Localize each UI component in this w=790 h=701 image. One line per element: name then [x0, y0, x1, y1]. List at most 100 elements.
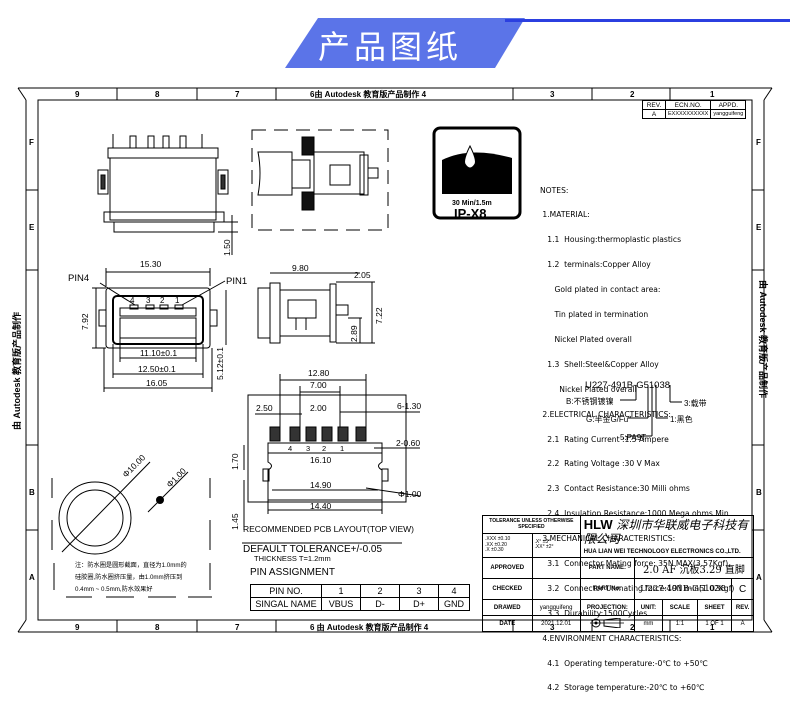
tol-angular: .X° ±3° .XX° ±2°	[531, 532, 581, 559]
projection-icon	[590, 616, 625, 629]
signal-cell: D-	[360, 597, 400, 611]
dim-top-offset: 1.50	[222, 239, 232, 256]
dim-side-height: 5.12±0.1	[215, 347, 225, 380]
top-view-drawing	[97, 134, 238, 255]
table-row: SINGAL NAME VBUS D- D+ GND	[250, 597, 470, 611]
row-b-right: B	[756, 488, 762, 497]
dim-pcb-14-40: 14.40	[310, 501, 332, 511]
notes-line: 2.4 Insulation Resistance:1000 Mega ohms…	[540, 509, 732, 519]
col-9-bottom: 9	[75, 623, 80, 632]
dim-inner-width: 11.10±0.1	[140, 348, 177, 358]
notes-line: 2.3 Contact Resistance:30 Milli ohms	[540, 484, 690, 494]
ip-badge-frame	[432, 126, 522, 220]
code-legend-b: B:不锈钢镀镍	[566, 396, 614, 406]
dim-side-tab: 2.05	[354, 270, 371, 280]
pin-number-1: 1	[175, 296, 180, 305]
ring-detail-drawing	[51, 461, 212, 598]
company-name-en: HUA LIAN WEI TECHNOLOGY ELECTRONICS CO.,…	[583, 549, 741, 555]
col-2-top: 2	[630, 90, 635, 99]
col-9-top: 9	[75, 90, 80, 99]
col-8-bottom: 8	[155, 623, 160, 632]
code-legend-1: 1:黑色	[670, 414, 693, 424]
company-logo: HLW	[583, 517, 613, 532]
dim-pcb-14-90: 14.90	[310, 480, 332, 490]
tol-angular-2: .XX° ±2°	[534, 544, 554, 551]
ip-rating-text: 30 Min/1.5m	[452, 200, 492, 207]
dim-pcb-2-50: 2.50	[256, 403, 273, 413]
row-a-right: A	[756, 573, 762, 582]
notes-line: 2.2 Rating Voltage :30 V Max	[540, 459, 660, 469]
pin-no-cell: 3	[399, 584, 439, 598]
unit-value: mm	[633, 615, 663, 632]
part-name-value: 2.0 AF 沉板3.29 直脚	[633, 557, 755, 579]
dim-pcb-16-10: 16.10	[310, 455, 332, 465]
row-e-left: E	[29, 223, 35, 232]
signal-cell: D+	[399, 597, 439, 611]
note-cn-line3: 0.4mm ~ 0.5mm,防水效果好	[75, 585, 153, 593]
col-7-bottom: 7	[235, 623, 240, 632]
rev-value: A	[642, 109, 666, 119]
label-pin1: PIN1	[226, 276, 247, 287]
pcb-pin-3: 3	[306, 444, 310, 453]
notes-line: Nickel Plated overall	[540, 384, 637, 394]
revision-table: REV. ECN.NO. APPD. A EXXXXXXXXXX yanggui…	[642, 100, 747, 119]
drawed-label: DRAWED	[482, 599, 533, 616]
date-label: DATE	[482, 615, 533, 632]
note-cn-line2: 硅胶圈,防水圈挤压量，由1.0mm挤压到	[75, 573, 182, 581]
rev-value-cell: A	[731, 615, 754, 632]
side-view-dashed	[251, 129, 389, 231]
dim-side-length: 9.80	[292, 263, 309, 273]
row-f-left: F	[29, 138, 34, 147]
dim-front-height: 7.92	[80, 313, 90, 330]
pin-no-cell: 1	[321, 584, 361, 598]
watermark-right: 由 Autodesk 教育版产品制作	[758, 280, 769, 398]
pcb-caption-thickness: THICKNESS T=1.2mm	[254, 554, 331, 563]
signal-cell: GND	[438, 597, 470, 611]
ip-badge-icon	[442, 144, 512, 194]
pcb-caption-title: RECOMMENDED PCB LAYOUT(TOP VIEW)	[243, 524, 414, 534]
col-1-top: 1	[710, 90, 715, 99]
part-no-label: PART No:	[579, 578, 635, 600]
front-view-drawing	[92, 268, 227, 392]
col-6-4-bottom: 6 由 Autodesk 教育版产品制作 4	[310, 622, 429, 632]
sheet-label: SHEET	[696, 599, 733, 616]
pin-assignment-title: PIN ASSIGNMENT	[250, 567, 335, 578]
row-b-left: B	[29, 488, 35, 497]
dim-pcb-1-70: 1.70	[230, 453, 240, 470]
row-e-right: E	[756, 223, 762, 232]
dim-pcb-2-00: 2.00	[310, 403, 327, 413]
notes-line: Tin plated in termination	[540, 310, 649, 320]
pcb-caption-tolerance: DEFAULT TOLERANCE+/-0.05	[243, 544, 382, 555]
scale-value: 1:1	[661, 615, 698, 632]
ip-label: IP-X8	[454, 206, 487, 221]
pcb-pads	[269, 426, 367, 442]
notes-line: 4.ENVIRONMENT CHARACTERISTICS:	[540, 633, 682, 643]
notes-line: 1.2 terminals:Copper Alloy	[540, 260, 651, 270]
tolerance-title: TOLERANCE UNLESS OTHERWISE SPECIFIED	[482, 515, 581, 534]
rev-label: REV.	[731, 599, 754, 616]
pin-number-3: 3	[146, 296, 151, 305]
part-code: U227-491B-G51038	[585, 380, 670, 391]
appd-value: yangguifeng	[710, 109, 747, 119]
title-block: TOLERANCE UNLESS OTHERWISE SPECIFIED HLW…	[482, 515, 755, 632]
dim-pcb-7-00: 7.00	[310, 380, 327, 390]
dim-overall-width: 16.05	[146, 378, 168, 388]
drawed-value: yangguifeng	[531, 599, 581, 616]
ecn-value: EXXXXXXXXXX	[664, 109, 712, 119]
pin-no-cell: 2	[360, 584, 400, 598]
row-a-left: A	[29, 573, 35, 582]
notes-line: 4.2 Storage temperature:-20℃ to +60℃	[540, 683, 705, 693]
dim-pcb-dia: Φ1.00	[398, 489, 422, 499]
page-title: 产品图纸	[318, 28, 463, 66]
code-legend-5: 5:PA9T	[620, 433, 646, 442]
dim-pcb-12-80: 12.80	[308, 368, 330, 378]
dim-dot-dia: Φ1.00	[164, 466, 188, 490]
watermark-left: 由 Autodesk 教育版产品制作	[11, 312, 22, 430]
pin-number-2: 2	[160, 296, 165, 305]
checked-label: CHECKED	[482, 578, 533, 600]
unit-label: UNIT:	[633, 599, 663, 616]
notes-line: Nickel Plated overall	[540, 334, 632, 344]
dim-front-width: 15.30	[140, 259, 162, 269]
projection-label: PROJECTION:	[579, 599, 635, 616]
pcb-pin-4: 4	[288, 444, 292, 453]
